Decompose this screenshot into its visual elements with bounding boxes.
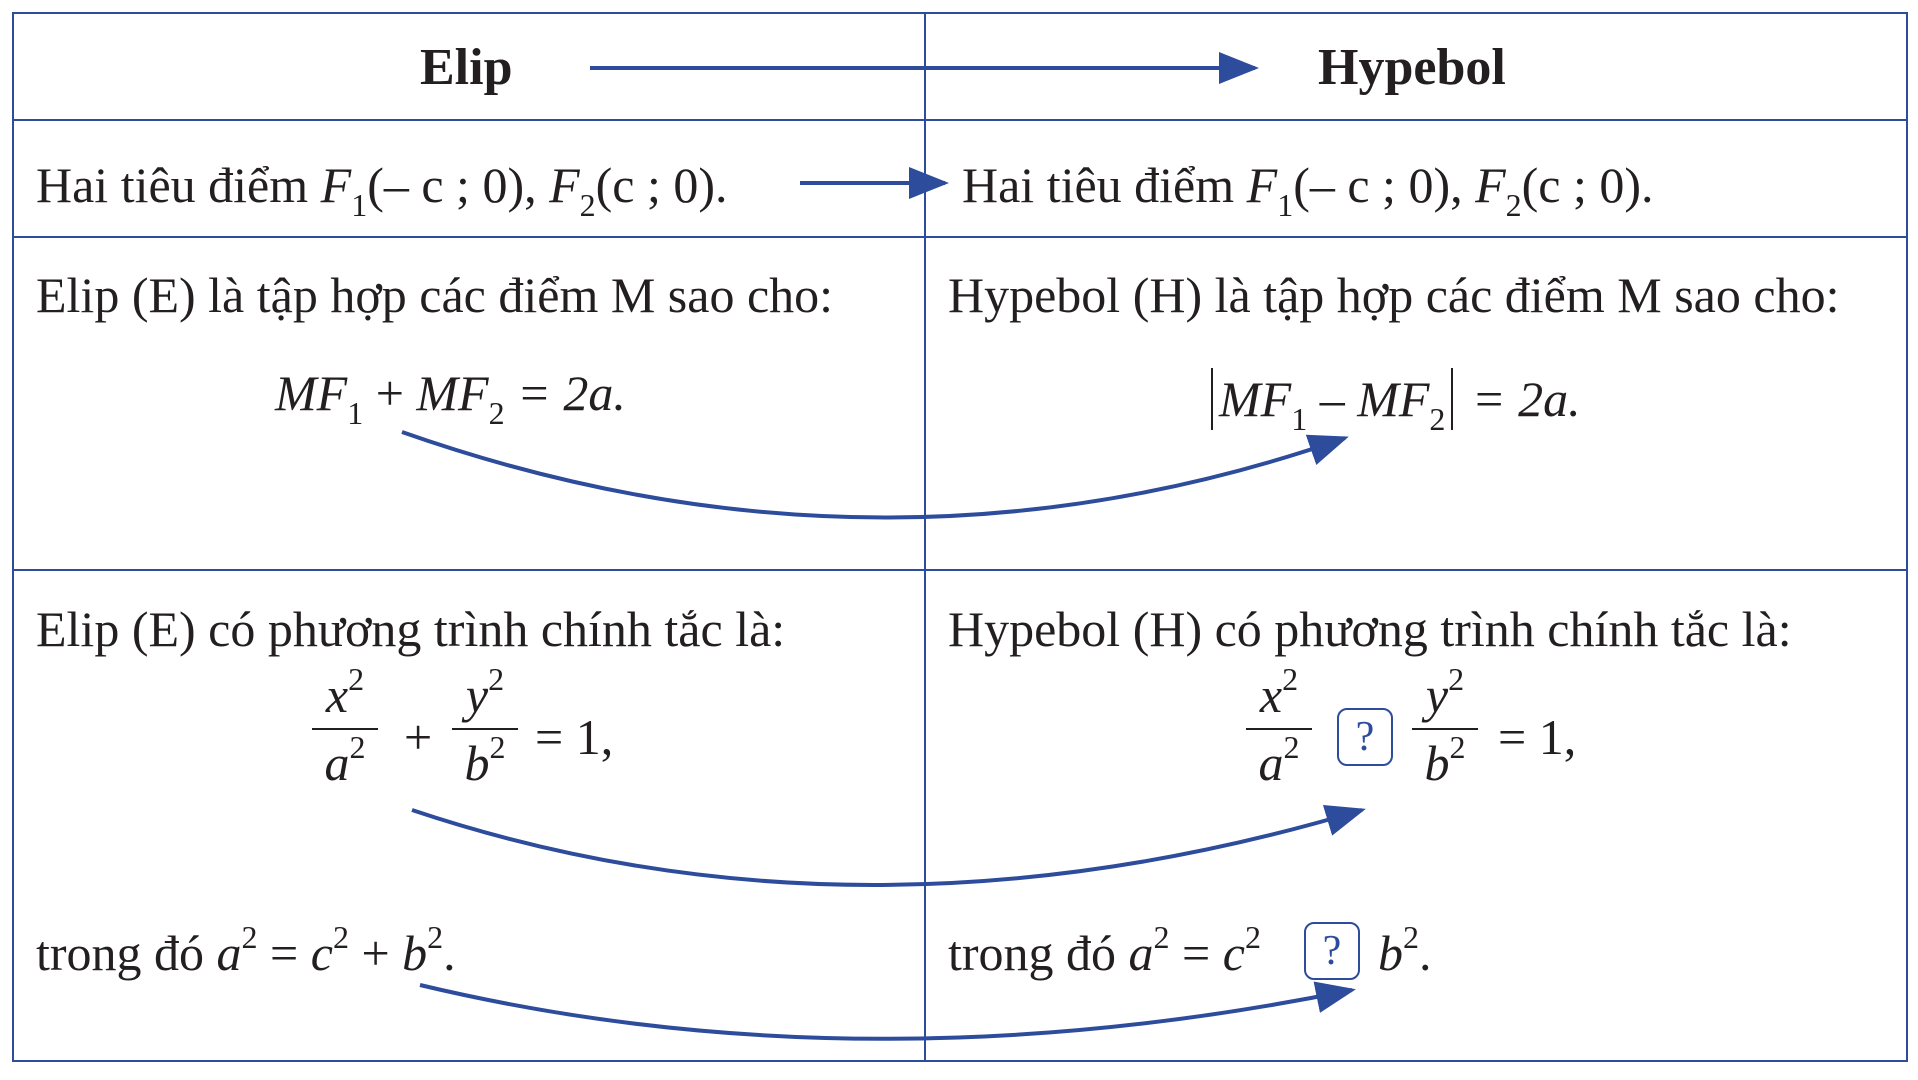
- equation-right-y-fraction: y2 b2: [1412, 663, 1478, 788]
- equation-arrow: [411, 804, 1366, 887]
- relation-unknown-operator-box[interactable]: ?: [1304, 922, 1360, 980]
- abs-bar-right: [1451, 368, 1454, 430]
- equation-right-x-fraction: x2 a2: [1246, 663, 1312, 788]
- equation-right-rhs: = 1,: [1498, 709, 1577, 765]
- relation-left: trong đó a2 = c2 + b2.: [36, 919, 456, 981]
- definition-arrow: [401, 430, 1349, 520]
- definition-right-text: Hypebol (H) là tập hợp các điểm M sao ch…: [948, 267, 1840, 323]
- equation-left-text: Elip (E) có phương trình chính tắc là:: [36, 601, 786, 657]
- relation-right: trong đó a2 = c2: [948, 919, 1261, 981]
- relation-right-tail: b2.: [1378, 919, 1432, 981]
- header-elip: Elip: [420, 39, 513, 96]
- definition-left-text: Elip (E) là tập hợp các điểm M sao cho:: [36, 267, 834, 323]
- equation-left-y-fraction: y2 b2: [452, 663, 518, 788]
- relation-arrow: [419, 981, 1356, 1041]
- equation-right-text: Hypebol (H) có phương trình chính tắc là…: [948, 601, 1792, 657]
- definition-right-formula: MF1 – MF2 = 2a.: [1205, 368, 1581, 435]
- equation-unknown-operator-box[interactable]: ?: [1337, 708, 1393, 766]
- equation-left-x-fraction: x2 a2: [312, 663, 378, 788]
- foci-left: Hai tiêu điểm F1(– c ; 0), F2(c ; 0).: [36, 157, 728, 223]
- header-hypebol: Hypebol: [1318, 39, 1506, 96]
- equation-left-plus: +: [404, 709, 433, 765]
- mapping-arrows: [401, 52, 1366, 1041]
- definition-left-formula: MF1 + MF2 = 2a.: [275, 365, 626, 431]
- abs-bar-left: [1211, 368, 1213, 430]
- foci-right: Hai tiêu điểm F1(– c ; 0), F2(c ; 0).: [962, 157, 1654, 223]
- equation-left-rhs: = 1,: [535, 709, 614, 765]
